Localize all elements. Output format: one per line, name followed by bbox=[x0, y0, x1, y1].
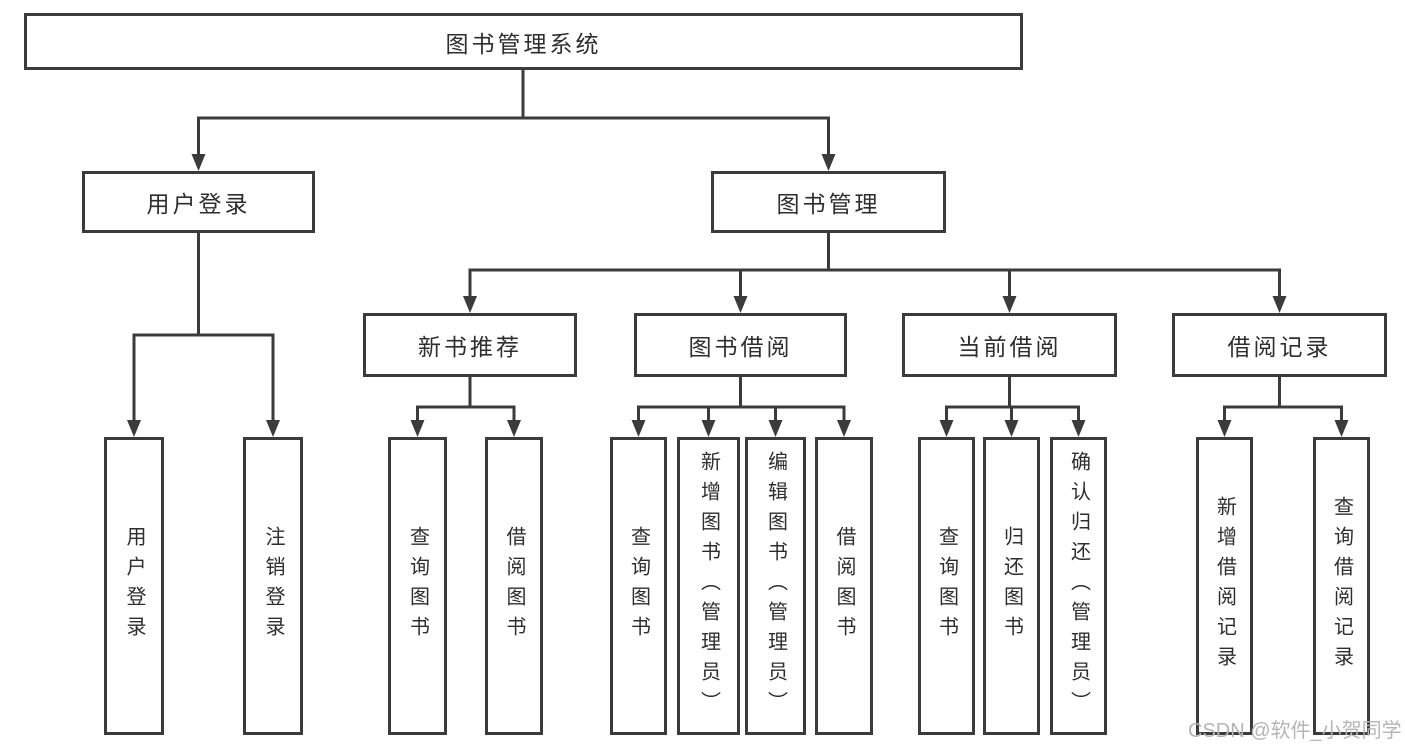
watermark: CSDN @软件_小贺同学 bbox=[1188, 720, 1402, 742]
node-records-add: 新增借阅记录 bbox=[1196, 437, 1253, 735]
node-user-login: 用户登录 bbox=[82, 171, 315, 233]
node-logout-action: 注销登录 bbox=[243, 437, 303, 735]
node-current-borrow-label: 当前借阅 bbox=[957, 334, 1062, 360]
node-borrow-records-label: 借阅记录 bbox=[1227, 334, 1332, 360]
node-book-borrow-label: 图书借阅 bbox=[688, 334, 793, 360]
node-book-borrow: 图书借阅 bbox=[634, 313, 847, 377]
node-borrow-add-admin-label: 新增图书（管理员） bbox=[697, 451, 720, 721]
node-login-action: 用户登录 bbox=[104, 437, 164, 735]
node-borrow-query: 查询图书 bbox=[610, 437, 667, 735]
node-new-book-recommend: 新书推荐 bbox=[363, 313, 577, 377]
node-records-add-label: 新增借阅记录 bbox=[1213, 496, 1236, 676]
node-borrow-add-admin: 新增图书（管理员） bbox=[677, 437, 740, 735]
node-borrow-edit-admin: 编辑图书（管理员） bbox=[745, 437, 806, 735]
node-records-query-label: 查询借阅记录 bbox=[1330, 496, 1353, 676]
node-current-query-label: 查询图书 bbox=[935, 526, 958, 646]
node-book-management-label: 图书管理 bbox=[776, 191, 881, 217]
node-library-system: 图书管理系统 bbox=[24, 13, 1023, 70]
node-new-book-recommend-label: 新书推荐 bbox=[418, 334, 522, 360]
node-records-query: 查询借阅记录 bbox=[1313, 437, 1370, 735]
node-borrow-book: 借阅图书 bbox=[815, 437, 873, 735]
node-current-return: 归还图书 bbox=[983, 437, 1040, 735]
node-borrow-book-label: 借阅图书 bbox=[833, 526, 855, 646]
node-newbook-query-label: 查询图书 bbox=[406, 526, 429, 646]
node-borrow-records: 借阅记录 bbox=[1172, 313, 1387, 377]
node-book-management: 图书管理 bbox=[711, 171, 946, 233]
node-borrow-query-label: 查询图书 bbox=[627, 526, 650, 646]
node-current-confirm-admin-label: 确认归还（管理员） bbox=[1067, 451, 1090, 721]
node-current-return-label: 归还图书 bbox=[1000, 526, 1023, 646]
node-current-borrow: 当前借阅 bbox=[902, 313, 1117, 377]
node-current-confirm-admin: 确认归还（管理员） bbox=[1050, 437, 1107, 735]
node-logout-action-label: 注销登录 bbox=[262, 526, 284, 646]
node-newbook-borrow: 借阅图书 bbox=[485, 437, 543, 735]
node-user-login-label: 用户登录 bbox=[146, 191, 251, 217]
node-newbook-borrow-label: 借阅图书 bbox=[503, 526, 525, 646]
node-library-system-label: 图书管理系统 bbox=[445, 30, 602, 57]
node-login-action-label: 用户登录 bbox=[123, 526, 145, 646]
node-borrow-edit-admin-label: 编辑图书（管理员） bbox=[764, 451, 787, 721]
node-current-query: 查询图书 bbox=[918, 437, 975, 735]
node-newbook-query: 查询图书 bbox=[388, 437, 447, 735]
